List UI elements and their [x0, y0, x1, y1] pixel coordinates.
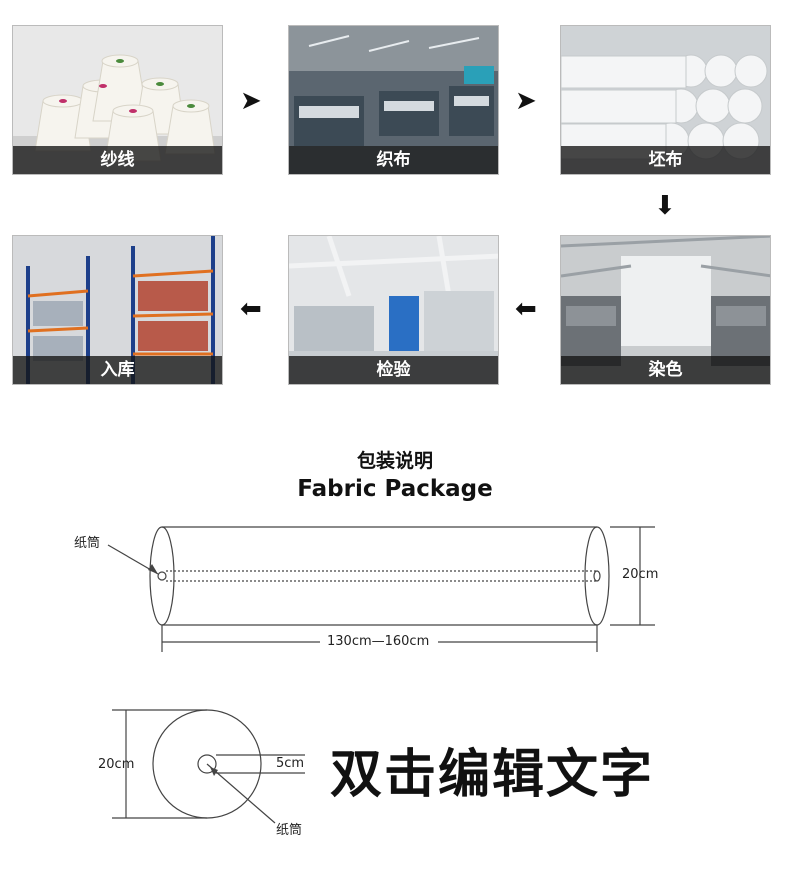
core-label: 5cm	[276, 756, 305, 771]
arrow-right-icon: ➤	[515, 86, 537, 116]
edit-text-placeholder[interactable]: 双击编辑文字	[330, 745, 655, 805]
diameter-label-side: 20cm	[622, 567, 659, 582]
arrow-right-icon: ➤	[240, 86, 262, 116]
tube-label-side: 纸筒	[74, 536, 101, 551]
photo-grey-fabric: 坯布	[560, 25, 771, 175]
package-title-en: Fabric Package	[297, 476, 493, 502]
photo-inspection: 检验	[288, 235, 499, 385]
step-caption-dyeing: 染色	[561, 356, 770, 384]
photo-weaving: 织布	[288, 25, 499, 175]
step-caption-yarn: 纱线	[13, 146, 222, 174]
step-caption-weaving: 织布	[289, 146, 498, 174]
package-title-cn: 包装说明	[356, 450, 433, 472]
arrow-down-icon: ⬇	[654, 191, 676, 221]
step-caption-grey-fabric: 坯布	[561, 146, 770, 174]
roll-diagram	[107, 526, 655, 824]
diameter-label-end: 20cm	[98, 757, 135, 772]
photo-warehouse: 入库	[12, 235, 223, 385]
length-label: 130cm—160cm	[327, 634, 430, 649]
arrow-left-icon: ⬅	[240, 294, 262, 324]
arrow-left-icon: ⬅	[515, 294, 537, 324]
photo-yarn: 纱线	[12, 25, 223, 175]
photo-dyeing: 染色	[560, 235, 771, 385]
step-caption-inspection: 检验	[289, 356, 498, 384]
step-caption-warehouse: 入库	[13, 356, 222, 384]
tube-label-end: 纸筒	[276, 823, 303, 838]
